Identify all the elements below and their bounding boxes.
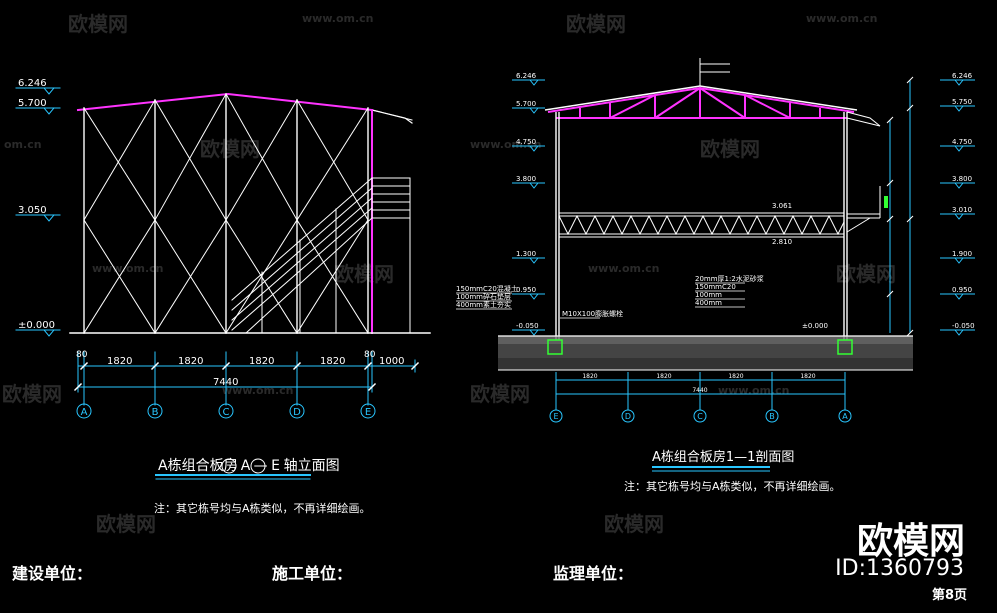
contractor-sign-label: 施工单位： (272, 564, 353, 583)
axis-label: D (293, 407, 301, 418)
section-level: 5.750 (952, 98, 972, 106)
watermark-logo: 欧模网 (836, 262, 896, 286)
axis-label: B (769, 412, 775, 421)
watermark-logo: 欧模网 (700, 137, 760, 161)
section-level: 0.950 (516, 286, 536, 294)
section-drawing: 6.246 5.700 4.750 3.800 1.300 0.950 -0.0… (456, 58, 975, 472)
dim-offset: 80 (364, 350, 376, 360)
floor-level: 3.061 (772, 202, 792, 210)
level-label: 3.050 (18, 205, 47, 216)
owner-sign-label: 建设单位： (12, 564, 93, 583)
brand-id: ID:1360793 (835, 556, 964, 581)
section-level: -0.050 (952, 322, 975, 330)
brand-logo: 欧模网 (856, 521, 965, 562)
watermark-logo: 欧模网 (200, 137, 260, 161)
section-bay: 1820 (728, 373, 743, 380)
section-level: 1.300 (516, 250, 536, 258)
floor-level: ±0.000 (802, 322, 828, 330)
axis-label: E (553, 412, 558, 421)
page-number: 第8页 (931, 588, 967, 603)
supervisor-sign-label: 监理单位： (553, 564, 634, 583)
axis-label: D (625, 412, 631, 421)
dim-total: 7440 (213, 377, 238, 388)
section-level: 3.800 (952, 175, 972, 183)
section-bay: 1820 (582, 373, 597, 380)
section-level: 1.900 (952, 250, 972, 258)
section-level: 4.750 (516, 138, 536, 146)
annotation: 100mm (695, 291, 722, 299)
dim-offset: 80 (76, 350, 88, 360)
section-level: 6.246 (516, 72, 537, 80)
section-level: 5.700 (516, 100, 536, 108)
axis-label: E (365, 407, 371, 418)
elevation-drawing: 6.246 5.700 3.050 ±0.000 (15, 78, 431, 480)
dim-bay: 1820 (320, 356, 345, 367)
section-level: 0.950 (952, 286, 972, 294)
note-left: 注：其它栋号均与A栋类似，不再详细绘画。 (154, 502, 371, 515)
axis-label: A (81, 407, 88, 418)
section-title: A栋组合板房1—1剖面图 (652, 449, 794, 465)
watermark-url: www.om.cn (806, 12, 878, 25)
annotation: 100mm碎石垫层 (456, 292, 511, 301)
watermark-logo: 欧模网 (604, 512, 664, 536)
floor-level: 2.810 (772, 238, 792, 246)
section-bay: 1820 (656, 373, 671, 380)
annotation: 150mmC20混凝土 (456, 284, 518, 293)
watermark-logo: 欧模网 (334, 262, 394, 286)
section-total: 7440 (692, 387, 707, 394)
annotation: M10X100膨胀螺栓 (562, 309, 623, 318)
note-right: 注：其它栋号均与A栋类似，不再详细绘画。 (624, 480, 841, 493)
watermark-url: om.cn (4, 138, 42, 151)
section-level: -0.050 (516, 322, 539, 330)
annotation: 400mm (695, 299, 722, 307)
section-level: 4.750 (952, 138, 972, 146)
dim-bay: 1820 (249, 356, 274, 367)
watermark-url: www.om.cn (92, 262, 164, 275)
watermark-logo: 欧模网 (470, 382, 530, 406)
level-label: ±0.000 (18, 320, 55, 331)
axis-label: C (697, 412, 703, 421)
watermark-logo: 欧模网 (566, 12, 626, 36)
watermark-logo: 欧模网 (68, 12, 128, 36)
section-level: 3.800 (516, 175, 536, 183)
axis-label: A (842, 412, 848, 421)
watermark-logo: 欧模网 (96, 512, 156, 536)
dim-bay: 1820 (107, 356, 132, 367)
annotation: 20mm厚1:2水泥砂浆 (695, 274, 764, 283)
annotation: 400mm素土夯实 (456, 300, 511, 309)
watermark-url: www.om.cn (302, 12, 374, 25)
watermark-url: www.om.cn (588, 262, 660, 275)
section-level: 6.246 (952, 72, 973, 80)
section-level: 3.010 (952, 206, 972, 214)
level-label: 5.700 (18, 98, 47, 109)
annotation: 150mmC20 (695, 283, 736, 291)
level-label: 6.246 (18, 78, 47, 89)
dim-extra: 1000 (379, 356, 404, 367)
dim-bay: 1820 (178, 356, 203, 367)
axis-label: C (223, 407, 230, 418)
watermark-logo: 欧模网 (2, 382, 62, 406)
section-bay: 1820 (800, 373, 815, 380)
watermark-url: www.om.cn (470, 138, 542, 151)
axis-label: B (152, 407, 159, 418)
